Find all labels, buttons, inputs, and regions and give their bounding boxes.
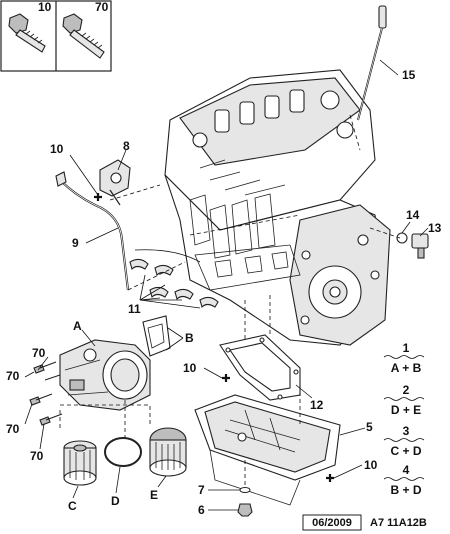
- oil-filter-housing: [59, 339, 151, 411]
- footer-reference: A7 11A12B: [370, 517, 427, 529]
- drain-plug: [237, 487, 253, 517]
- callout-9: 9: [72, 236, 79, 250]
- variant-2: 2 D + E: [383, 383, 425, 417]
- variant-3: 3 C + D: [383, 424, 425, 458]
- oil-level-sensor: [99, 159, 131, 206]
- oil-pressure-switch: [396, 232, 429, 259]
- callout-C: C: [68, 499, 77, 513]
- engine-block: [164, 69, 391, 346]
- callout-7: 7: [198, 483, 205, 497]
- callout-A: A: [73, 319, 82, 333]
- legend-label-10: 10: [38, 0, 52, 14]
- callout-E: E: [150, 488, 158, 502]
- diagram-footer: 06/2009 A7 11A12B: [302, 514, 427, 531]
- callout-70-c: 70: [6, 422, 20, 436]
- timing-line: [134, 249, 201, 263]
- callout-70-d: 70: [30, 449, 44, 463]
- variant-4: 4 B + D: [383, 463, 425, 497]
- variant-4-parts: B + D: [390, 483, 421, 497]
- callout-8: 8: [123, 139, 130, 153]
- dashed-assembly-lines: [59, 114, 401, 485]
- dipstick: [357, 5, 387, 121]
- callout-70-a: 70: [32, 346, 46, 360]
- callout-10-mid: 10: [183, 361, 197, 375]
- variant-4-number: 4: [403, 463, 410, 477]
- variant-2-parts: D + E: [391, 403, 421, 417]
- variant-3-number: 3: [403, 424, 410, 438]
- variant-1-number: 1: [403, 341, 410, 355]
- valve-stem-seals: [129, 258, 219, 309]
- sump-gasket: [219, 334, 301, 401]
- callout-B: B: [185, 331, 194, 345]
- callout-15: 15: [402, 68, 416, 82]
- housing-gasket: [142, 315, 171, 357]
- callout-14: 14: [406, 208, 420, 222]
- oil-filter-element: [63, 440, 97, 486]
- bolt-10-icon: [8, 13, 46, 53]
- callout-5: 5: [366, 420, 373, 434]
- callout-labels: 15 10 8 9 14 13 11 A B 70 70 70 70 10 12…: [6, 68, 442, 517]
- legend-label-70: 70: [95, 0, 109, 14]
- callout-10-top: 10: [50, 142, 64, 156]
- callout-10-low: 10: [364, 458, 378, 472]
- variant-legend: 1 A + B 2 D + E 3 C + D 4 B + D: [383, 341, 425, 497]
- cam-cover-details: [192, 89, 354, 148]
- callout-70-b: 70: [6, 369, 20, 383]
- callout-6: 6: [198, 503, 205, 517]
- variant-1-parts: A + B: [391, 361, 422, 375]
- footer-date: 06/2009: [312, 517, 352, 529]
- callout-11: 11: [128, 302, 141, 316]
- dipstick-guide-tube: [55, 171, 130, 291]
- filter-seal-ring: [104, 437, 142, 467]
- bolt-legend-box: 10 70: [0, 0, 112, 72]
- callout-12: 12: [310, 398, 324, 412]
- variant-3-parts: C + D: [390, 444, 421, 458]
- callout-13: 13: [428, 221, 442, 235]
- leader-lines: [24, 59, 429, 511]
- callout-D: D: [111, 494, 120, 508]
- filter-cap: [149, 427, 187, 477]
- oil-sump: [194, 394, 341, 506]
- variant-2-number: 2: [403, 383, 410, 397]
- variant-1: 1 A + B: [383, 341, 425, 375]
- housing-bolts-70: [29, 361, 63, 426]
- bolt-70-icon: [62, 13, 105, 59]
